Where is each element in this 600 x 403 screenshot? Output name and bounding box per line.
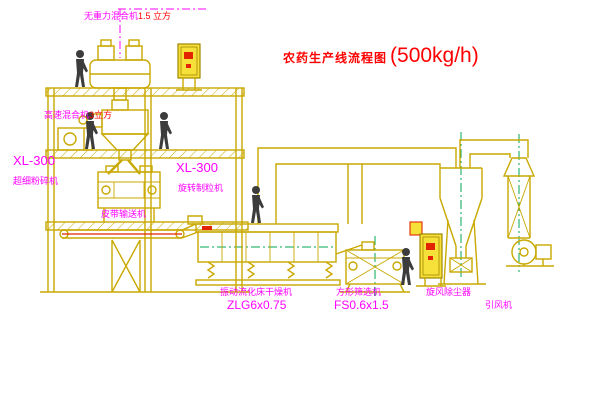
granulator — [97, 165, 161, 222]
label-pulverizer-model: XL-300 — [13, 153, 55, 168]
control-panel-top — [176, 43, 202, 91]
label-dryer-model: ZLG6x0.75 — [227, 298, 287, 312]
worker-figure — [75, 50, 88, 87]
label-granulator-model: XL-300 — [176, 160, 218, 175]
centerlines — [118, 8, 520, 296]
label-sieve-model: FS0.6x1.5 — [334, 298, 389, 312]
exhaust-duct — [257, 147, 457, 224]
diagram-title: 农药生产线流程图 (500kg/h) — [283, 44, 479, 68]
exhaust-stack — [502, 157, 536, 239]
title-capacity: (500kg/h) — [390, 44, 479, 67]
label-pulverizer-name: 超细粉碎机 — [13, 176, 59, 186]
worker-figure — [401, 248, 414, 285]
belt-conveyor — [59, 223, 199, 293]
label-granulator-name: 旋转制粒机 — [178, 183, 224, 193]
fluid-bed-dryer — [187, 215, 363, 286]
label-belt-conveyor: 皮带输送机 — [101, 209, 147, 219]
label-gravity-mixer: 无重力混合机1.5 立方 — [84, 11, 172, 21]
label-high-speed-mixer: 高速混合机3立方 — [44, 110, 113, 120]
label-fan: 引风机 — [485, 300, 513, 310]
title-text: 农药生产线流程图 — [283, 51, 388, 65]
worker-figure — [159, 112, 172, 149]
label-cyclone: 旋风除尘器 — [426, 287, 472, 297]
high-speed-mixer — [78, 99, 150, 175]
label-sieve-name: 方形筛选机 — [336, 287, 382, 297]
worker-figure — [251, 186, 264, 223]
induced-draft-fan — [506, 239, 554, 267]
square-sieve — [340, 241, 410, 293]
control-panel-right — [409, 221, 446, 287]
label-dryer-name: 振动流化床干燥机 — [220, 287, 293, 297]
building-frame — [40, 87, 250, 293]
cyclone — [438, 139, 529, 285]
